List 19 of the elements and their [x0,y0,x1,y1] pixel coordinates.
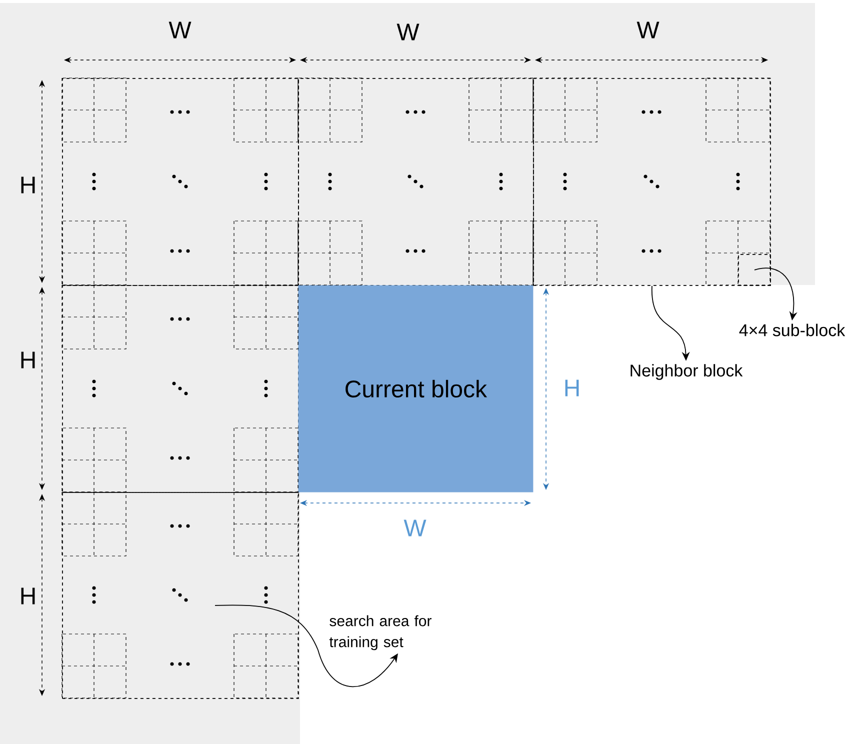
neighbor-block [62,78,299,286]
dimension-label: W [168,22,192,38]
annotation-text: search area for training set [329,615,432,650]
neighbor-block [62,492,299,699]
dimension-label: H [21,588,35,604]
dimension-label: W [396,24,420,40]
annotation-text: Neighbor block [630,364,743,380]
neighbor-block [298,78,534,286]
dimension-label: W [404,520,426,536]
sub-block-cell [738,254,771,286]
annotation-text: 4×4 sub-block [739,324,846,336]
neighbor-block [62,285,299,493]
dimension-label: H [565,380,579,396]
current-block: Current block [298,285,534,492]
dimension-label: W [636,22,660,38]
dimension-label: H [21,176,35,194]
dimension-label: H [21,352,35,368]
leader-line [214,604,398,688]
neighbor-block [533,78,771,286]
